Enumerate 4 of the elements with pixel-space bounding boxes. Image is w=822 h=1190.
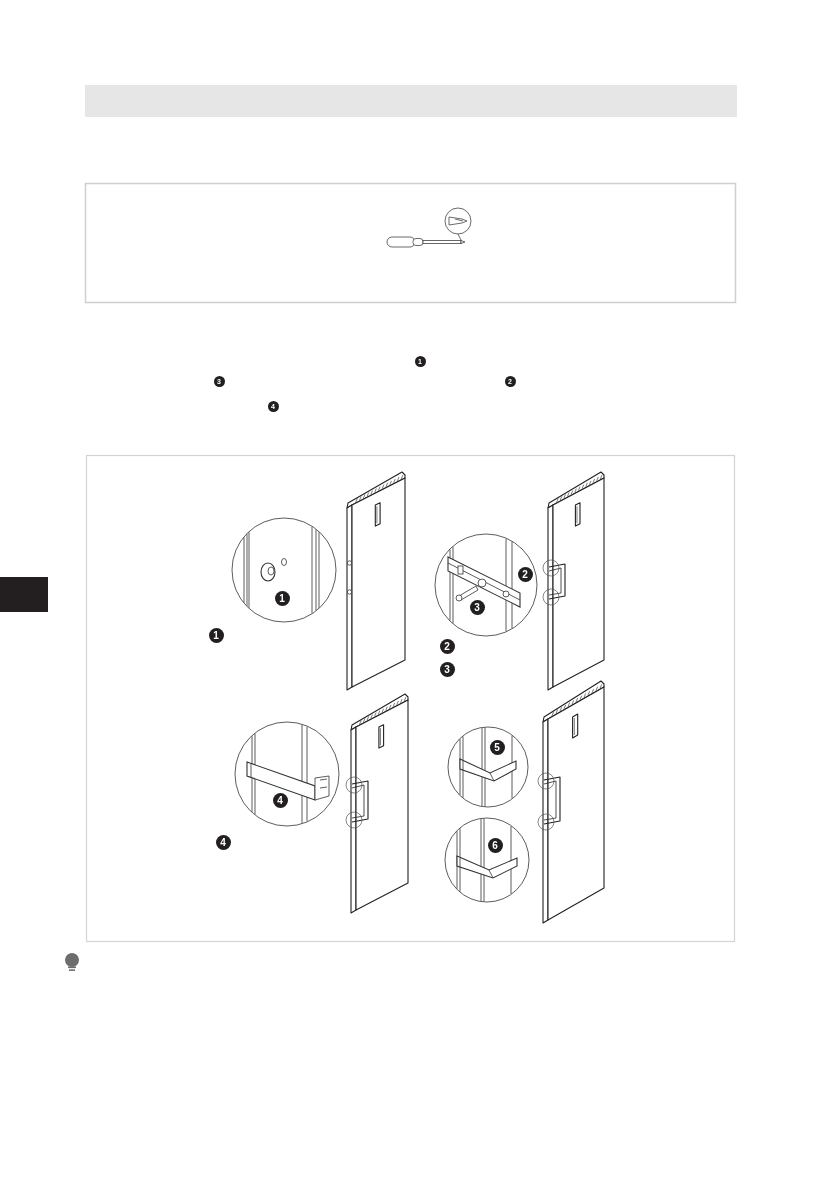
callout-number: 2 — [439, 638, 455, 654]
callout-number: 4 — [215, 834, 231, 850]
callout-number: 1 — [208, 627, 224, 643]
callout-number: 3 — [439, 661, 455, 677]
